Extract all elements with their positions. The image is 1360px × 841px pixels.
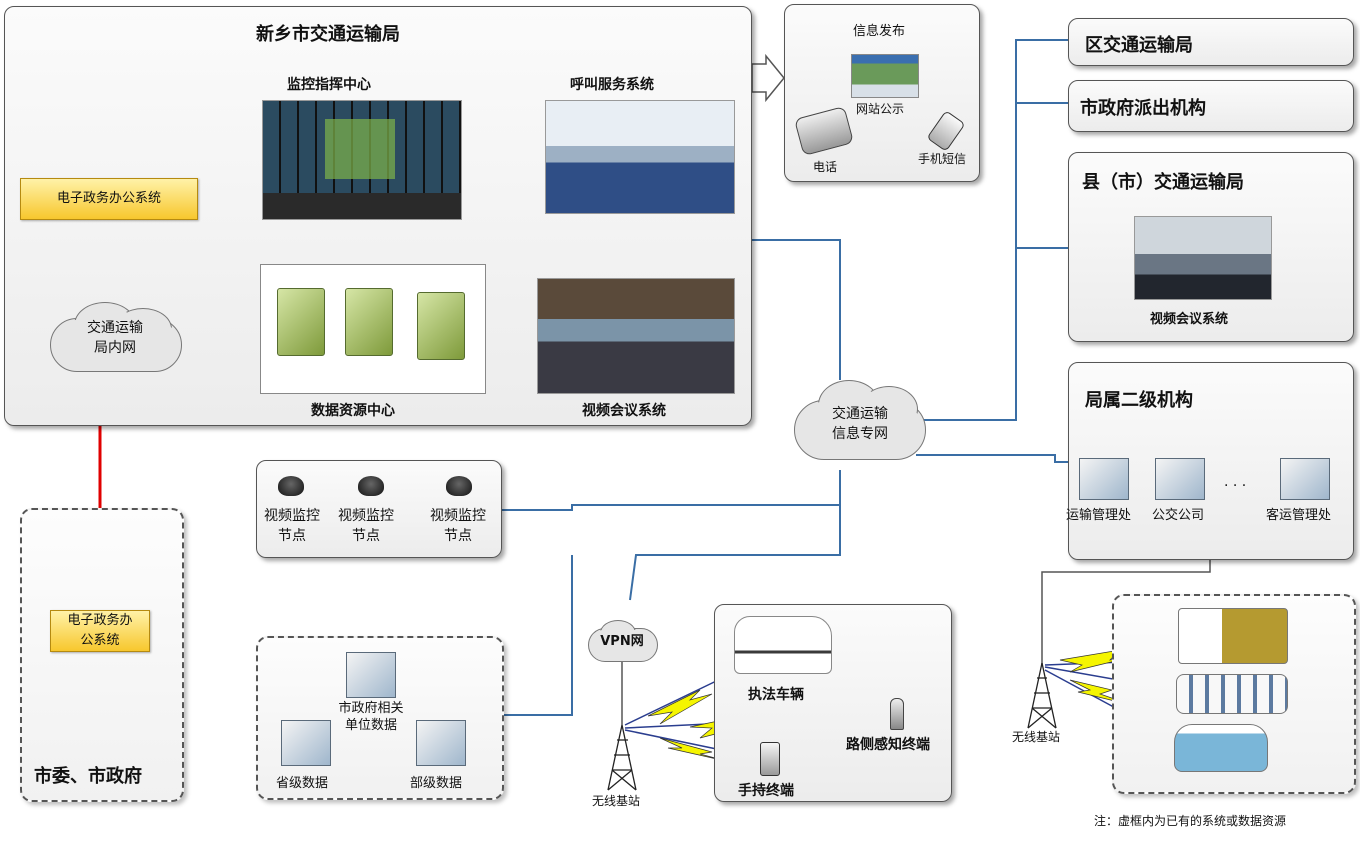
egov-system-box: 电子政务办公系统 xyxy=(20,178,198,220)
server-icon xyxy=(417,292,465,360)
data-center-label: 数据资源中心 xyxy=(311,403,395,419)
private-network-label: 交通运输 信息专网 xyxy=(832,406,888,442)
taxi-image xyxy=(1174,724,1268,772)
main-bureau-title: 新乡市交通运输局 xyxy=(256,24,400,45)
subsidiary-title: 局属二级机构 xyxy=(1085,390,1193,411)
building-icon xyxy=(1155,458,1205,500)
footnote: 注：虚框内为已有的系统或数据资源 xyxy=(1094,814,1287,828)
intranet-cloud: 交通运输 局内网 xyxy=(40,296,190,376)
info-publish-title: 信息发布 xyxy=(853,24,906,39)
ellipsis: · · · xyxy=(1224,478,1247,494)
video-conf-image xyxy=(537,278,735,394)
district-bureau-box xyxy=(1068,18,1354,66)
handheld-device-icon xyxy=(760,742,780,776)
video-conf-label: 视频会议系统 xyxy=(582,403,666,419)
city-egov-box: 电子政务办 公系统 xyxy=(50,610,150,652)
intranet-label: 交通运输 局内网 xyxy=(87,320,143,356)
call-system-image xyxy=(545,100,735,214)
base-station-right-label: 无线基站 xyxy=(1012,730,1061,744)
building-icon xyxy=(346,652,396,698)
base-station-left-label: 无线基站 xyxy=(592,794,641,808)
sms-label: 手机短信 xyxy=(918,152,967,166)
monitor-center-image xyxy=(262,100,462,220)
video-node-label: 视频监控 节点 xyxy=(264,508,320,544)
enforcement-vehicle-image xyxy=(734,616,832,674)
city-gov-box xyxy=(20,508,184,802)
monitor-center-label: 监控指挥中心 xyxy=(287,77,371,93)
vpn-label: VPN网 xyxy=(600,634,644,649)
camera-icon xyxy=(446,476,472,496)
website-image xyxy=(851,54,919,98)
municipal-data-label: 市政府相关 单位数据 xyxy=(338,701,404,733)
district-bureau-label: 区交通运输局 xyxy=(1085,35,1193,56)
roadside-sensor-icon xyxy=(890,698,904,730)
building-icon xyxy=(281,720,331,766)
building-icon xyxy=(416,720,466,766)
city-gov-label: 市委、市政府 xyxy=(34,766,142,787)
website-label: 网站公示 xyxy=(856,102,905,116)
phone-label: 电话 xyxy=(813,160,838,174)
handheld-label: 手持终端 xyxy=(738,783,794,799)
call-system-label: 呼叫服务系统 xyxy=(570,77,654,93)
provincial-data-label: 省级数据 xyxy=(276,776,329,791)
gov-agency-label: 市政府派出机构 xyxy=(1080,98,1206,119)
sub-item-bus: 公交公司 xyxy=(1152,508,1205,523)
video-node-label: 视频监控 节点 xyxy=(338,508,394,544)
bus-image xyxy=(1176,674,1288,714)
county-video-label: 视频会议系统 xyxy=(1150,312,1229,327)
vpn-cloud: VPN网 xyxy=(586,618,658,662)
sub-item-transport: 运输管理处 xyxy=(1066,508,1132,523)
server-icon xyxy=(277,288,325,356)
private-network-cloud: 交通运输 信息专网 xyxy=(790,374,930,466)
gov-agency-box xyxy=(1068,80,1354,132)
ministerial-data-label: 部级数据 xyxy=(410,776,463,791)
camera-icon xyxy=(358,476,384,496)
truck-image xyxy=(1178,608,1288,664)
base-station-icon xyxy=(607,662,1057,791)
county-bureau-title: 县（市）交通运输局 xyxy=(1082,172,1244,193)
vehicle-label: 执法车辆 xyxy=(748,687,804,703)
sub-item-passenger: 客运管理处 xyxy=(1266,508,1332,523)
county-video-image xyxy=(1134,216,1272,300)
server-icon xyxy=(345,288,393,356)
building-icon xyxy=(1280,458,1330,500)
video-node-label: 视频监控 节点 xyxy=(430,508,486,544)
building-icon xyxy=(1079,458,1129,500)
roadside-label: 路侧感知终端 xyxy=(846,737,930,753)
camera-icon xyxy=(278,476,304,496)
